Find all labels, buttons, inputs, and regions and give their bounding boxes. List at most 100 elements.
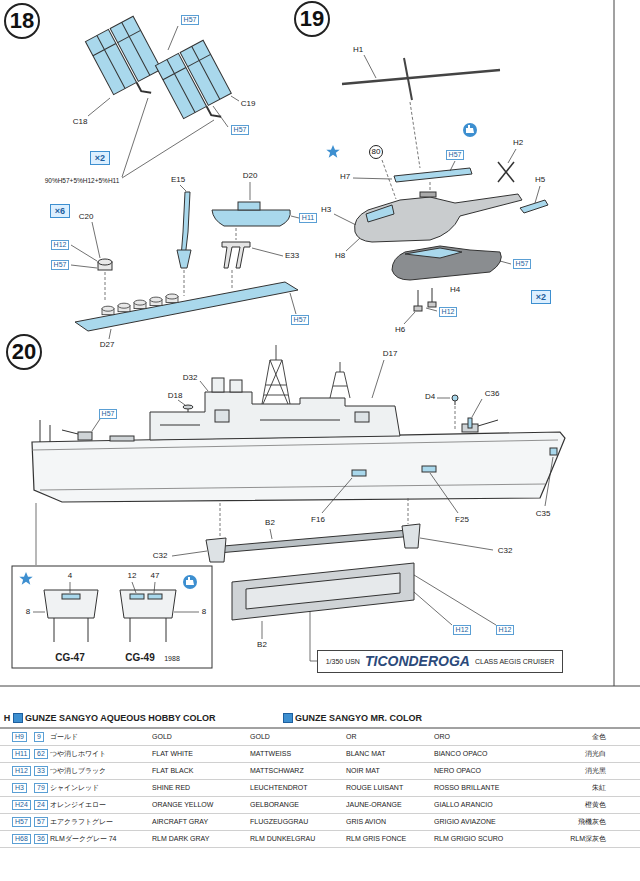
ship-superstructure [160, 425, 200, 426]
color-code: H68 [12, 834, 31, 844]
table-cell: エアクラフトグレー [50, 818, 113, 826]
leader-line [168, 26, 178, 50]
table-cell: ORANGE YELLOW [152, 801, 213, 809]
table-cell: シャインレッド [50, 784, 99, 792]
assembly-guide-line [382, 160, 396, 199]
ship-fitting [62, 430, 78, 434]
boat-part [238, 202, 260, 210]
leader-line [92, 419, 100, 431]
ship-mast [330, 362, 350, 398]
leader-line [92, 222, 100, 258]
assembly-guide-line [236, 228, 237, 240]
launcher-part [207, 103, 222, 121]
color-callout: H12 [439, 307, 458, 317]
stern-view [120, 590, 176, 618]
part-label: D4 [425, 392, 435, 401]
hand-icon [186, 577, 194, 585]
hull-number: CG-47 [55, 652, 84, 664]
ship-mast [262, 345, 290, 404]
table-cell: FLAT BLACK [152, 767, 193, 775]
leader-line [154, 582, 155, 593]
quantity-box: ×2 [90, 151, 110, 165]
quantity-box-text: ×2 [95, 154, 105, 163]
table-cell: ROUGE LUISANT [346, 784, 403, 792]
table-cell: GOLD [152, 733, 172, 741]
helicopter-body [355, 192, 522, 242]
table-cell: 消光黑 [585, 767, 606, 775]
part-number-circle-text: 80 [372, 148, 381, 156]
assembly-guide-line [184, 270, 185, 296]
color-callout: H57 [99, 409, 118, 419]
part-label: B2 [257, 640, 267, 649]
color-code: 33 [34, 766, 48, 776]
ship-fitting [455, 401, 456, 405]
color-callout: H57 [291, 315, 310, 325]
table-cell: ORO [434, 733, 450, 741]
part-label: C20 [79, 212, 94, 221]
ship-fitting [183, 405, 193, 409]
part-label: C36 [485, 389, 500, 398]
legend-text: GUNZE SANGYO AQUEOUS HOBBY COLOR [25, 713, 216, 723]
leader-line [346, 238, 360, 251]
color-code: H24 [12, 800, 31, 810]
leader-line [70, 582, 71, 593]
table-cell: JAUNE-ORANGE [346, 801, 402, 809]
ship-hull [32, 432, 565, 502]
leader-line [291, 216, 299, 218]
helicopter-body [392, 246, 501, 280]
helicopter-body [355, 194, 522, 242]
launcher-part [155, 40, 238, 132]
table-cell: AIRCRAFT GRAY [152, 818, 208, 826]
ship-superstructure [260, 420, 340, 421]
quantity-box: ×2 [531, 290, 551, 304]
landing-gear-part [418, 290, 419, 306]
frame-line [0, 0, 640, 728]
leader-line [290, 293, 296, 314]
callout-number: 47 [151, 571, 160, 580]
ship-fitting [422, 466, 436, 472]
hand-icon [183, 575, 197, 589]
table-cell: GIALLO ARANCIO [434, 801, 493, 809]
drum-part [134, 300, 146, 305]
assembly-guide-line [220, 503, 221, 536]
part-label: D27 [100, 340, 115, 349]
name-plate-text: CLASS AEGIS CRUISER [475, 658, 554, 665]
helicopter-body [392, 246, 501, 280]
hand-icon [183, 575, 197, 589]
leader-line [178, 400, 185, 405]
ship-fitting [352, 470, 366, 476]
launcher-part [122, 22, 150, 75]
hand-icon [466, 125, 474, 133]
ship-fitting [478, 420, 498, 426]
color-callout: H57 [446, 150, 465, 160]
leader-line [122, 98, 148, 177]
leader-line [180, 185, 186, 191]
table-cell: オレンジイエロー [50, 801, 106, 809]
leader-line [472, 399, 482, 417]
table-cell: 金色 [592, 733, 606, 741]
table-cell: 朱紅 [592, 784, 606, 792]
ship-superstructure [150, 392, 400, 440]
color-code: H11 [12, 749, 30, 759]
leader-line [200, 381, 208, 391]
stern-view [54, 618, 55, 642]
part-label: D18 [168, 391, 183, 400]
legend-prefix: H [4, 713, 11, 723]
color-callout: H57 [181, 15, 200, 25]
table-cell: 飛機灰色 [578, 818, 606, 826]
assembly-guide-line [232, 270, 233, 289]
step-number-text: 18 [10, 10, 34, 32]
table-rule [0, 745, 640, 746]
launcher-part [180, 40, 231, 105]
callout-number: 8 [26, 607, 30, 616]
ship-superstructure [212, 378, 224, 392]
step-number-text: 19 [300, 8, 324, 30]
drum-part [150, 297, 162, 302]
launcher-part [137, 79, 152, 97]
circle-outline [5, 4, 39, 38]
part-label: H5 [535, 175, 545, 184]
table-cell: つや消しホワイト [50, 750, 106, 758]
step-number: 18 [4, 3, 40, 39]
ship-fitting [40, 395, 557, 476]
